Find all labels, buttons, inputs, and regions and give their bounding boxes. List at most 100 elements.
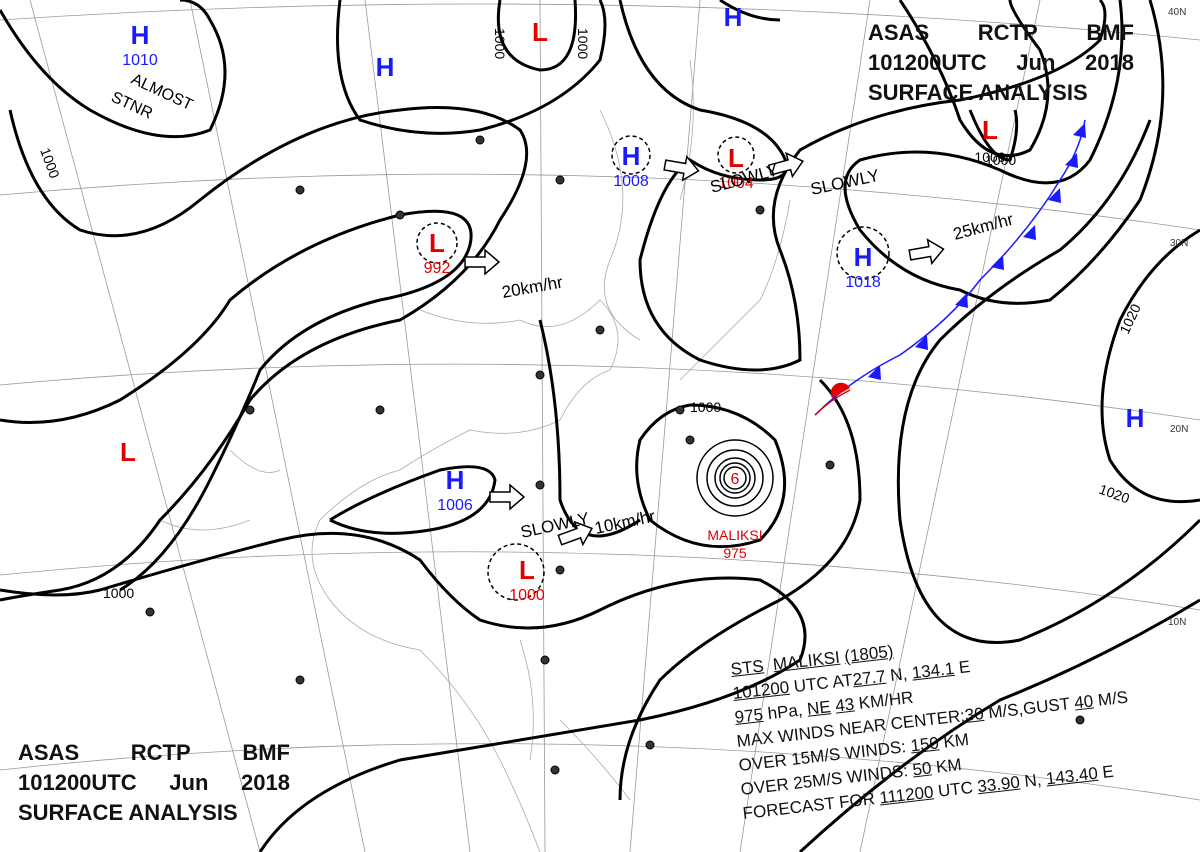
cold-front-triangle <box>1048 188 1061 203</box>
center-symbol: L <box>982 115 998 145</box>
typhoon-pressure: 975 <box>723 545 747 561</box>
typhoon-name: MALIKSI <box>707 527 762 543</box>
isobar <box>719 0 781 22</box>
dashed-circle <box>487 543 545 601</box>
month: Jun <box>1016 50 1056 75</box>
motion-arrows <box>464 151 945 547</box>
isobar <box>896 119 1200 644</box>
isobar <box>0 531 807 852</box>
isobar <box>798 598 1200 852</box>
isobar-label: 1020 <box>1116 301 1144 336</box>
low-pressure-center: L 992 <box>424 228 451 277</box>
station-plot-icon <box>295 675 305 685</box>
center-pressure: 1004 <box>718 175 754 192</box>
motion-label: 20km/hr <box>500 273 564 302</box>
center-symbol: L <box>532 17 548 47</box>
cold-front-triangle <box>868 365 881 380</box>
station-plot-icon <box>675 405 685 415</box>
longitude-line <box>29 0 261 852</box>
isobar-label: 1000 <box>690 399 721 415</box>
front-symbols <box>145 123 1086 775</box>
product: SURFACE ANALYSIS <box>868 80 1088 105</box>
center-symbol: H <box>1126 403 1145 433</box>
center-symbol: L <box>728 143 744 173</box>
cold-front-line <box>814 119 1086 416</box>
isobar <box>635 403 787 549</box>
center-symbol: H <box>376 52 395 82</box>
station-plot-icon <box>395 210 405 220</box>
center-symbol: L <box>120 437 136 467</box>
station-plot-icon <box>535 480 545 490</box>
year: 2018 <box>241 770 290 795</box>
station-plot-icon <box>540 655 550 665</box>
isobar <box>898 0 1050 158</box>
station-plot-icon <box>535 370 545 380</box>
year: 2018 <box>1085 50 1134 75</box>
motion-arrow-icon <box>908 238 945 266</box>
station-plot-icon <box>825 460 835 470</box>
warm-front-line <box>814 389 851 416</box>
motion-arrow-icon <box>489 483 526 511</box>
low-pressure-center: L 1000 <box>974 115 1005 165</box>
dashed-circle <box>836 226 890 280</box>
latitude-label: 30N <box>1170 238 1188 249</box>
center-pressure: 1008 <box>613 173 649 190</box>
station-plot-icon <box>755 205 765 215</box>
low-pressure-center: L 1004 <box>718 143 754 192</box>
station-plot-icon <box>145 607 155 617</box>
cold-front-triangle <box>955 293 968 308</box>
center-circles <box>416 135 890 601</box>
cold-front-triangle <box>991 255 1004 270</box>
storm-info-block: STS MALIKSI (1805) 101200 UTC AT27.7 N, … <box>730 642 1200 852</box>
latitude-label: 10N <box>1168 617 1186 628</box>
station-plot-icon <box>550 765 560 775</box>
datetime: 101200UTC <box>18 770 137 795</box>
typhoon-isobar <box>696 439 774 517</box>
agency: ASAS <box>868 20 930 45</box>
latitude-line <box>0 363 1200 421</box>
cold-front-triangle <box>1073 123 1086 138</box>
station: RCTP <box>130 740 191 765</box>
cold-front-triangle <box>1065 153 1078 168</box>
typhoon-isobar <box>719 462 751 494</box>
high-pressure-center: H <box>376 52 395 82</box>
isobar-label: 1000 <box>103 585 134 601</box>
center-symbol: H <box>131 20 150 50</box>
isobar <box>336 0 607 135</box>
isobar <box>843 0 1165 305</box>
isobar-label: 1020 <box>1097 481 1132 507</box>
motion-label: 10km/hr <box>593 506 657 537</box>
dashed-circle <box>611 135 651 175</box>
coastline <box>679 59 694 201</box>
center-symbol: L <box>519 555 535 585</box>
center-symbol: L <box>429 228 445 258</box>
motion-arrow-icon <box>663 154 700 182</box>
isobar-label: 1000 <box>985 152 1016 168</box>
isobar-label: 1000 <box>37 146 63 181</box>
low-pressure-center: L <box>532 17 548 47</box>
coastline <box>311 299 619 852</box>
latitude-label: 40N <box>1168 7 1186 18</box>
motion-label: 25km/hr <box>951 210 1016 244</box>
center-pressure: 992 <box>424 260 451 277</box>
center-pressure: 1000 <box>974 149 1005 165</box>
center-symbol: H <box>854 242 873 272</box>
typhoon-isobar <box>714 457 756 499</box>
station-plot-icon <box>1075 715 1085 725</box>
latitude-line <box>0 173 1200 231</box>
datetime: 101200UTC <box>868 50 987 75</box>
cold-front-triangle <box>1023 225 1036 240</box>
longitude-line <box>539 0 546 852</box>
warm-front-semicircle <box>830 382 850 398</box>
station: RCTP <box>977 20 1038 45</box>
typhoon-isobar <box>723 466 747 490</box>
isobar <box>0 106 529 602</box>
high-pressure-center: H <box>1126 403 1145 433</box>
stationary-front <box>814 119 1086 416</box>
station-plot-icon <box>245 405 255 415</box>
office: BMF <box>1086 20 1134 45</box>
